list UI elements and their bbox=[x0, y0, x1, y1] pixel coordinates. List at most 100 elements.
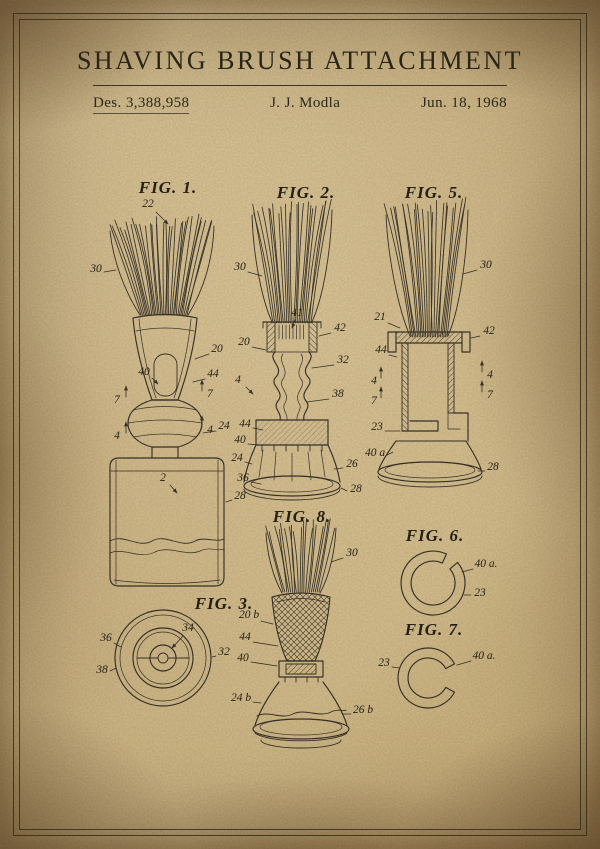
leader-30 bbox=[248, 272, 262, 276]
fig1-canister bbox=[110, 458, 224, 586]
leader-20 bbox=[195, 354, 209, 359]
leader-26 bbox=[334, 468, 343, 469]
bristle bbox=[184, 220, 206, 315]
ref-numeral-30: 30 bbox=[233, 261, 246, 273]
fig2-collar bbox=[256, 420, 328, 451]
leader-28 bbox=[226, 500, 232, 502]
leader-24b bbox=[253, 702, 261, 703]
ref-numeral-34: 34 bbox=[181, 622, 194, 634]
ref-numeral-23: 23 bbox=[371, 421, 383, 433]
ref-numeral-4: 4 bbox=[371, 375, 377, 387]
leader-4 bbox=[246, 387, 253, 394]
ref-numeral-28: 28 bbox=[350, 483, 362, 495]
bristle bbox=[290, 202, 292, 323]
ref-numeral-42: 42 bbox=[483, 325, 495, 337]
bristle bbox=[428, 211, 429, 337]
ref-numeral-28: 28 bbox=[234, 490, 246, 502]
ref-numeral-44: 44 bbox=[239, 418, 251, 430]
fig7-ring bbox=[398, 648, 454, 708]
leader-20 bbox=[252, 347, 266, 350]
leader-38 bbox=[307, 399, 329, 402]
leader-42 bbox=[319, 333, 331, 336]
bristle bbox=[391, 208, 413, 337]
ref-numeral-41: 41 bbox=[291, 307, 303, 319]
fig1-handle bbox=[133, 315, 197, 401]
fig3-rings bbox=[115, 610, 211, 706]
ref-numeral-26: 26 bbox=[346, 458, 358, 470]
fig8-assembled-view: FIG. 8. bbox=[253, 507, 349, 748]
patent-date: Jun. 18, 1968 bbox=[421, 95, 507, 114]
ref-numeral-42: 42 bbox=[334, 322, 346, 334]
ref-numeral-22: 22 bbox=[142, 198, 154, 210]
leader-40a bbox=[457, 661, 471, 665]
fig5-section-view: FIG. 5. bbox=[378, 183, 482, 487]
ref-numeral-30: 30 bbox=[479, 259, 492, 271]
fig2-ferrule bbox=[263, 322, 321, 352]
leader-40 bbox=[251, 662, 277, 666]
ref-numeral-44: 44 bbox=[239, 631, 251, 643]
leader-44 bbox=[389, 355, 397, 357]
poster-header: SHAVING BRUSH ATTACHMENT Des. 3,388,958 … bbox=[0, 0, 600, 114]
fig6-retaining-ring: FIG. 6. bbox=[401, 526, 465, 615]
ref-numeral-4: 4 bbox=[235, 374, 241, 386]
ref-numeral-24: 24 bbox=[231, 452, 243, 464]
leader-28 bbox=[341, 488, 347, 491]
fig6-label: FIG. 6. bbox=[405, 526, 464, 545]
patent-number: Des. 3,388,958 bbox=[93, 95, 189, 114]
ref-numeral-40a: 40 a. bbox=[475, 558, 498, 570]
ref-numeral-44: 44 bbox=[375, 344, 387, 356]
ref-numeral-40: 40 bbox=[237, 652, 249, 664]
ref-numeral-4: 4 bbox=[114, 430, 120, 442]
ref-numeral-24: 24 bbox=[218, 420, 230, 432]
ref-numeral-38: 38 bbox=[331, 388, 344, 400]
fig1-perspective-view: FIG. 1. bbox=[110, 178, 224, 586]
ref-numeral-40a: 40 a bbox=[365, 447, 385, 459]
fig8-handle bbox=[272, 593, 330, 661]
leader-23 bbox=[392, 667, 400, 668]
bristle bbox=[120, 228, 146, 315]
bristle bbox=[258, 211, 277, 323]
ref-numeral-36: 36 bbox=[236, 472, 249, 484]
fig1-bristles bbox=[110, 214, 214, 315]
fig5-channel-bracket bbox=[402, 343, 468, 441]
fig7-open-ring: FIG. 7. bbox=[398, 620, 463, 708]
ref-numeral-20b: 20 b bbox=[239, 609, 259, 621]
leader-22 bbox=[156, 212, 168, 224]
ref-numeral-23: 23 bbox=[378, 657, 390, 669]
ref-numeral-20: 20 bbox=[211, 343, 223, 355]
ref-numeral-44: 44 bbox=[207, 368, 219, 380]
ref-numeral-30: 30 bbox=[345, 547, 358, 559]
ref-numeral-40: 40 bbox=[234, 434, 246, 446]
leader-40 bbox=[152, 378, 158, 384]
bristle bbox=[434, 200, 437, 337]
fig2-section-view: FIG. 2. bbox=[244, 183, 340, 500]
leader-21 bbox=[388, 323, 400, 328]
leader-40a bbox=[462, 569, 473, 572]
ref-numeral-7: 7 bbox=[207, 388, 214, 400]
patent-title: SHAVING BRUSH ATTACHMENT bbox=[0, 46, 600, 76]
fig8-base bbox=[253, 682, 349, 748]
fig6-ring bbox=[401, 551, 465, 615]
ref-numeral-4: 4 bbox=[487, 369, 493, 381]
leader-34 bbox=[172, 636, 183, 648]
fig2-base bbox=[244, 445, 340, 500]
fig5-bristles bbox=[384, 197, 468, 337]
fig5-base bbox=[378, 441, 482, 487]
ref-numeral-26b: 26 b bbox=[353, 704, 373, 716]
fig5-label: FIG. 5. bbox=[404, 183, 463, 202]
leader-30 bbox=[104, 270, 116, 272]
ref-numeral-38: 38 bbox=[95, 664, 108, 676]
ref-numeral-28: 28 bbox=[487, 461, 499, 473]
bristle bbox=[313, 519, 326, 592]
ref-numeral-36: 36 bbox=[99, 632, 112, 644]
ref-numeral-32: 32 bbox=[336, 354, 349, 366]
leader-2 bbox=[170, 485, 177, 493]
fig2-bristles bbox=[252, 199, 332, 323]
bristle bbox=[311, 199, 331, 323]
ref-numeral-21: 21 bbox=[374, 311, 386, 323]
leader-30 bbox=[331, 558, 343, 562]
bristle bbox=[300, 528, 302, 593]
ref-numeral-2: 2 bbox=[160, 472, 166, 484]
